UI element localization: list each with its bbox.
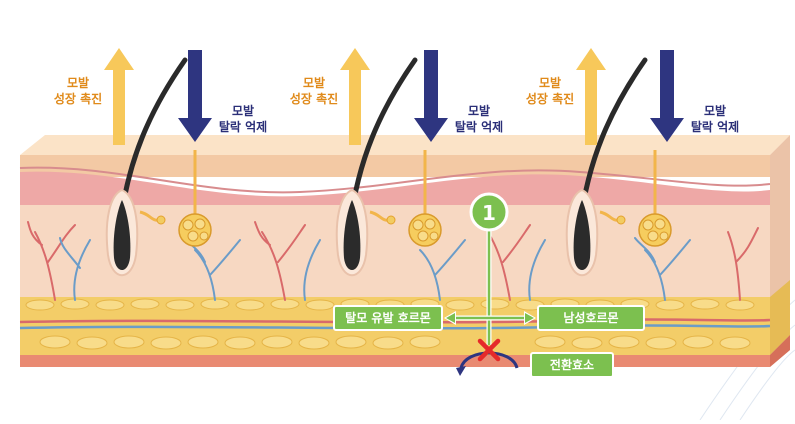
hair-loss-hormone-box bbox=[333, 305, 443, 331]
down-arrow-icon bbox=[178, 50, 212, 142]
hair-loss-hormone-label: 탈모 유발 호르몬 bbox=[345, 310, 431, 325]
hair-follicle-2 bbox=[335, 57, 442, 276]
growth-label-line1: 모발 bbox=[67, 75, 89, 90]
main-vessels bbox=[19, 318, 771, 330]
hormone-mechanism: 1 탈모 유발 호르몬 남성호르몬 전환효소 bbox=[333, 192, 645, 378]
up-arrow-icon bbox=[104, 48, 134, 145]
sebaceous-gland bbox=[178, 213, 212, 247]
suppress-label-line2: 탈락 억제 bbox=[691, 120, 739, 134]
suppress-label-line1: 모발 bbox=[704, 103, 726, 118]
block-x-icon bbox=[477, 338, 501, 362]
capillaries bbox=[27, 221, 759, 301]
step-number-badge bbox=[469, 192, 509, 232]
suppress-labels: 모발 탈락 억제 모발 탈락 억제 모발 탈락 억제 bbox=[219, 103, 739, 134]
growth-label-line1: 모발 bbox=[303, 75, 325, 90]
suppress-arrows bbox=[178, 50, 684, 142]
suppress-label-line2: 탈락 억제 bbox=[455, 120, 503, 134]
step-number: 1 bbox=[482, 201, 496, 225]
enzyme-label: 전환효소 bbox=[550, 357, 594, 372]
hair-follicle-3 bbox=[565, 57, 672, 276]
up-arrow-icon bbox=[340, 48, 370, 145]
sebaceous-gland bbox=[638, 213, 672, 247]
hair-bulb bbox=[573, 200, 591, 270]
growth-label-line2: 성장 촉진 bbox=[54, 91, 102, 106]
suppress-label-line1: 모발 bbox=[232, 103, 254, 118]
bottom-layer bbox=[20, 355, 770, 367]
male-hormone-label: 남성호르몬 bbox=[563, 310, 618, 325]
hair-bulb bbox=[113, 200, 131, 270]
growth-label-line1: 모발 bbox=[539, 75, 561, 90]
suppress-label-line1: 모발 bbox=[468, 103, 490, 118]
growth-label-line2: 성장 촉진 bbox=[526, 91, 574, 106]
growth-label-line2: 성장 촉진 bbox=[290, 91, 338, 106]
growth-labels: 모발 성장 촉진 모발 성장 촉진 모발 성장 촉진 bbox=[54, 75, 574, 106]
suppress-label-line2: 탈락 억제 bbox=[219, 120, 267, 134]
growth-arrows bbox=[104, 48, 606, 145]
down-arrow-icon bbox=[650, 50, 684, 142]
up-arrow-icon bbox=[576, 48, 606, 145]
hair-bulb bbox=[343, 200, 361, 270]
sebaceous-gland bbox=[408, 213, 442, 247]
hair-follicle-1 bbox=[105, 57, 212, 276]
male-hormone-box bbox=[537, 305, 645, 331]
down-arrow-icon bbox=[414, 50, 448, 142]
enzyme-box bbox=[530, 352, 614, 378]
